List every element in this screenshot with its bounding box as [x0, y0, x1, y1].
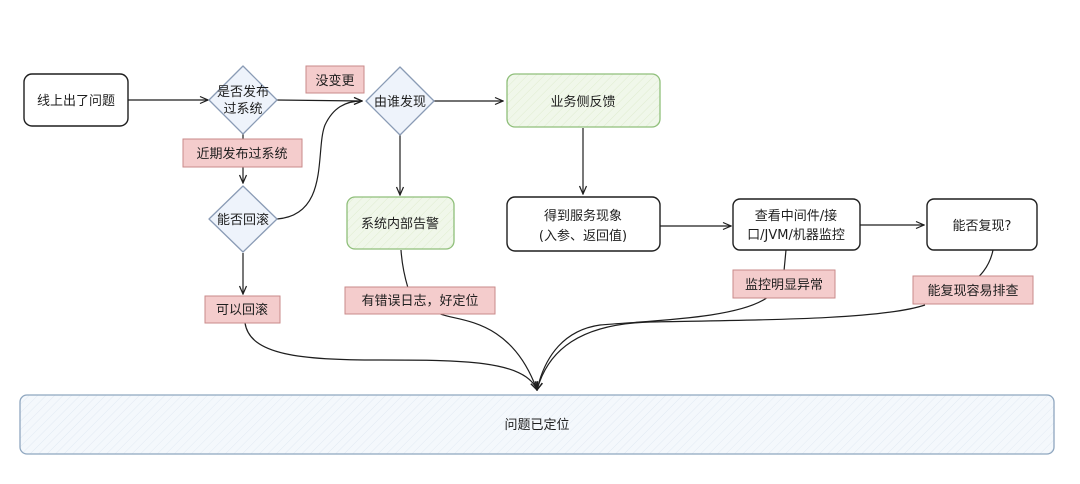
edge-rollback-to-who — [276, 101, 362, 220]
node-start[interactable]: 线上出了问题 — [23, 73, 129, 127]
edge-monitor-to-abnormal — [783, 249, 787, 272]
edge-alert-to-error-log — [400, 249, 409, 289]
node-service-phenomenon[interactable]: 得到服务现象 (入参、返回值) — [506, 196, 661, 252]
label-can-rollback: 可以回滚 — [204, 295, 281, 324]
node-business-feedback[interactable]: 业务侧反馈 — [506, 73, 661, 128]
node-check-monitoring-line2: 口/JVM/机器监控 — [747, 228, 845, 243]
node-system-alert[interactable]: 系统内部告警 — [346, 196, 455, 250]
label-easy-reproduce-text: 能复现容易排查 — [927, 283, 1018, 299]
decision-rollback[interactable]: 能否回滚 — [208, 185, 278, 253]
node-problem-located[interactable]: 问题已定位 — [19, 394, 1055, 455]
node-service-phenomenon-line2: (入参、返回值) — [539, 228, 627, 244]
node-system-alert-text: 系统内部告警 — [361, 216, 439, 232]
decision-released-line2: 过系统 — [223, 102, 262, 117]
edge-abnormal-to-located — [537, 296, 769, 390]
label-recent-release-text: 近期发布过系统 — [196, 146, 287, 162]
label-no-change: 没变更 — [305, 65, 365, 94]
node-reproducible-text: 能否复现? — [953, 219, 1012, 234]
connectors — [128, 100, 994, 390]
node-check-monitoring-line1: 查看中间件/接 — [755, 208, 837, 224]
edge-release-to-who — [275, 100, 362, 101]
label-easy-reproduce: 能复现容易排查 — [912, 275, 1034, 305]
edge-easy-to-located — [537, 304, 926, 390]
label-error-log: 有错误日志，好定位 — [344, 286, 496, 315]
decision-released[interactable]: 是否发布 过系统 — [208, 65, 278, 135]
label-monitor-abnormal: 监控明显异常 — [732, 269, 836, 299]
node-start-text: 线上出了问题 — [37, 94, 115, 109]
node-service-phenomenon-line1: 得到服务现象 — [544, 208, 622, 224]
label-recent-release: 近期发布过系统 — [182, 138, 303, 168]
label-monitor-abnormal-text: 监控明显异常 — [745, 278, 823, 293]
label-error-log-text: 有错误日志，好定位 — [361, 294, 478, 309]
decision-released-line1: 是否发布 — [217, 84, 269, 100]
label-can-rollback-text: 可以回滚 — [216, 302, 268, 318]
node-problem-located-text: 问题已定位 — [504, 418, 569, 433]
decision-who-found-text: 由谁发现 — [374, 94, 426, 110]
node-reproducible[interactable]: 能否复现? — [926, 198, 1038, 251]
node-check-monitoring[interactable]: 查看中间件/接 口/JVM/机器监控 — [732, 198, 861, 251]
node-business-feedback-text: 业务侧反馈 — [550, 94, 615, 110]
decision-who-found[interactable]: 由谁发现 — [365, 66, 435, 136]
decision-rollback-text: 能否回滚 — [217, 212, 269, 228]
label-no-change-text: 没变更 — [315, 73, 354, 89]
edge-can-rollback-to-located — [244, 322, 537, 390]
edge-error-log-to-located — [437, 312, 537, 390]
